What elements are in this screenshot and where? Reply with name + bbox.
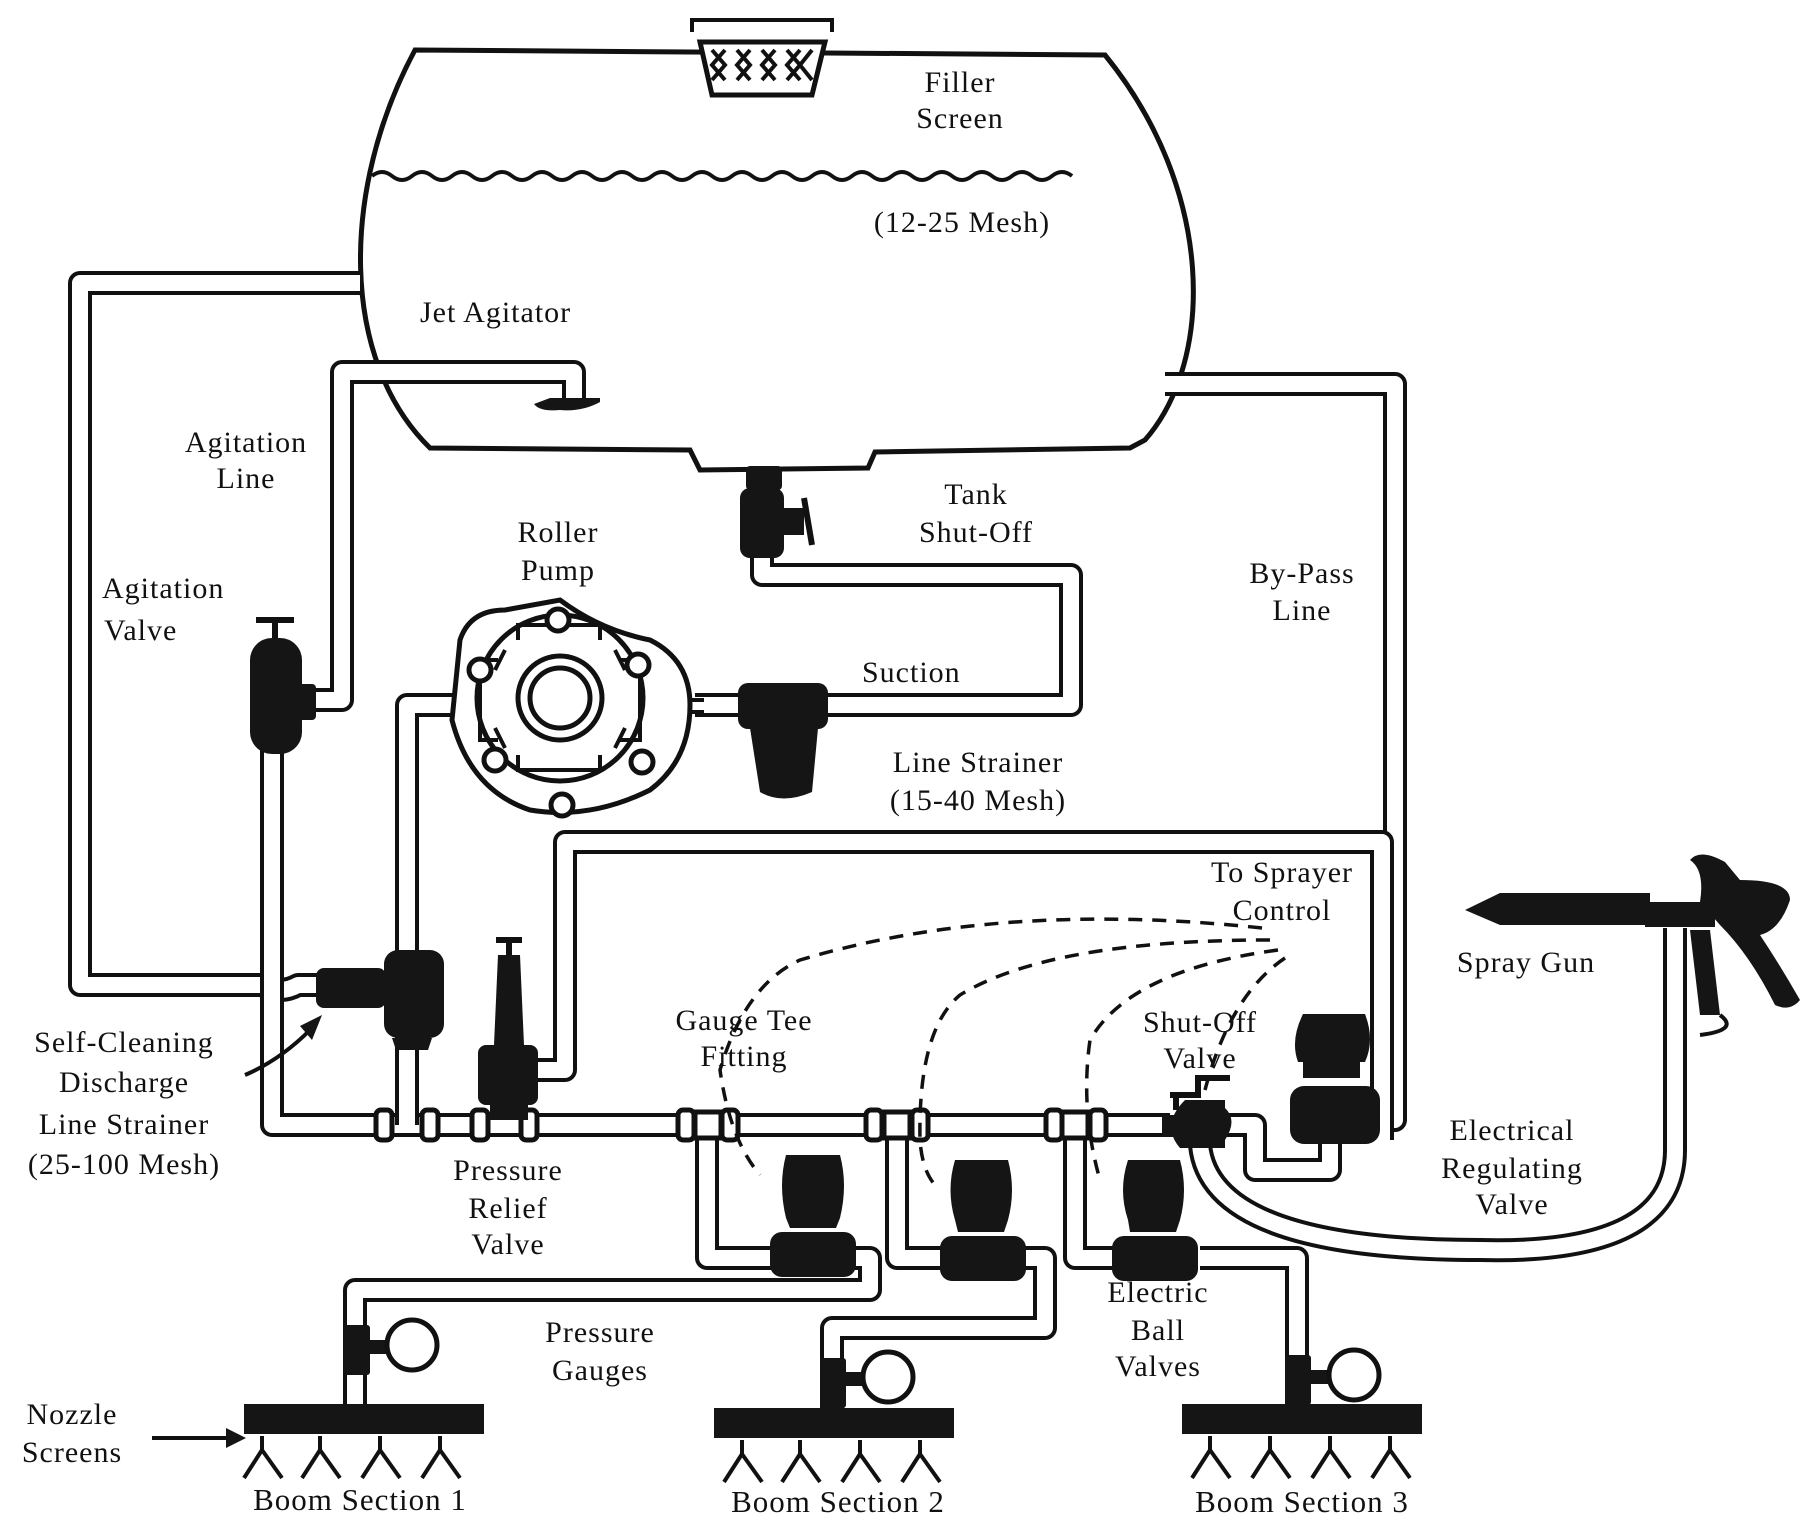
line-strainer-label: (15-40 Mesh) xyxy=(890,784,1066,817)
agitation-valve-label: Agitation xyxy=(102,572,224,605)
electric-ball-valve-1 xyxy=(770,1155,856,1277)
pipe-network xyxy=(68,271,1687,1410)
pressure-gauge-2 xyxy=(820,1349,916,1408)
shutoff-valve-label: Shut-Off xyxy=(1143,1006,1257,1039)
boom-section-3-label: Boom Section 3 xyxy=(1195,1484,1409,1519)
pressure-relief-label: Relief xyxy=(468,1192,547,1225)
suction-line-strainer xyxy=(738,683,828,799)
electric-ball-valve-3 xyxy=(1112,1160,1198,1281)
filler-screen-basket xyxy=(690,18,834,98)
pressure-relief-valve xyxy=(478,937,538,1120)
liquid-level-line xyxy=(370,170,1074,182)
agitation-line-label: Line xyxy=(217,462,276,495)
self-cleaning-strainer xyxy=(316,950,444,1050)
nozzle-screens-arrow xyxy=(152,1428,246,1448)
agitation-valve-label: Valve xyxy=(104,614,177,647)
electric-ball-valve-2 xyxy=(940,1160,1026,1281)
filler-screen-label: Screen xyxy=(916,102,1004,135)
electric-ball-valves-label: Electric xyxy=(1107,1276,1208,1309)
electrical-regulating-label: Electrical xyxy=(1450,1114,1575,1147)
boom-section-1 xyxy=(242,1404,484,1480)
bypass-line-label: Line xyxy=(1273,594,1332,627)
jet-agitator-nozzle xyxy=(534,398,600,411)
agitation-line-label: Agitation xyxy=(185,426,307,459)
shutoff-valve-label: Valve xyxy=(1163,1042,1236,1075)
pipe-couplings xyxy=(373,1107,1109,1143)
control-wires xyxy=(718,917,1286,1187)
boom-section-1-label: Boom Section 1 xyxy=(253,1482,467,1517)
electric-ball-valves-label: Ball xyxy=(1131,1314,1185,1347)
tank-mesh-label: (12-25 Mesh) xyxy=(874,206,1050,239)
boom-section-2 xyxy=(714,1408,954,1484)
gauge-tee-label: Gauge Tee xyxy=(675,1004,812,1037)
jet-agitator-label: Jet Agitator xyxy=(420,296,571,329)
to-sprayer-control-label: Control xyxy=(1233,894,1332,927)
pressure-gauges-label: Pressure xyxy=(545,1316,655,1349)
pressure-gauge-3 xyxy=(1285,1347,1382,1405)
electrical-regulating-label: Valve xyxy=(1475,1188,1548,1221)
self-cleaning-strainer-label: (25-100 Mesh) xyxy=(28,1148,220,1181)
pressure-relief-label: Pressure xyxy=(453,1154,563,1187)
labels: Filler Screen (12-25 Mesh) Jet Agitator … xyxy=(22,66,1595,1519)
tank xyxy=(358,47,1196,473)
spray-gun-label: Spray Gun xyxy=(1457,946,1595,979)
boom-section-3 xyxy=(1182,1404,1422,1480)
line-strainer-label: Line Strainer xyxy=(893,746,1063,779)
agitation-valve xyxy=(250,617,316,754)
shutoff-valve xyxy=(1162,1075,1232,1148)
tank-shutoff-label: Shut-Off xyxy=(919,516,1033,549)
suction-label: Suction xyxy=(862,656,961,689)
filler-screen-label: Filler xyxy=(925,66,996,99)
roller-pump-label: Roller xyxy=(518,516,599,549)
tank-shutoff-valve xyxy=(740,466,815,558)
pressure-gauge-1 xyxy=(344,1317,440,1375)
roller-pump xyxy=(449,597,704,819)
boom-section-2-label: Boom Section 2 xyxy=(731,1484,945,1519)
spray-gun xyxy=(1465,854,1800,1037)
electrical-regulating-label: Regulating xyxy=(1441,1152,1583,1185)
self-cleaning-strainer-label: Self-Cleaning xyxy=(34,1026,214,1059)
electric-ball-valves-label: Valves xyxy=(1115,1350,1201,1383)
bypass-line-label: By-Pass xyxy=(1249,557,1354,590)
to-sprayer-control-label: To Sprayer xyxy=(1211,856,1353,889)
roller-pump-label: Pump xyxy=(521,554,595,587)
tank-shutoff-label: Tank xyxy=(944,478,1008,511)
self-cleaning-strainer-label: Discharge xyxy=(59,1066,189,1099)
pressure-relief-label: Valve xyxy=(471,1228,544,1261)
electrical-regulating-valve xyxy=(1290,1014,1380,1144)
gauge-tee-label: Fitting xyxy=(700,1040,787,1073)
self-cleaning-strainer-label: Line Strainer xyxy=(39,1108,209,1141)
pressure-gauges-label: Gauges xyxy=(552,1354,648,1387)
nozzle-screens-label: Nozzle xyxy=(27,1398,118,1431)
nozzle-screens-label: Screens xyxy=(22,1436,122,1469)
self-cleaning-arrow xyxy=(244,1015,322,1077)
